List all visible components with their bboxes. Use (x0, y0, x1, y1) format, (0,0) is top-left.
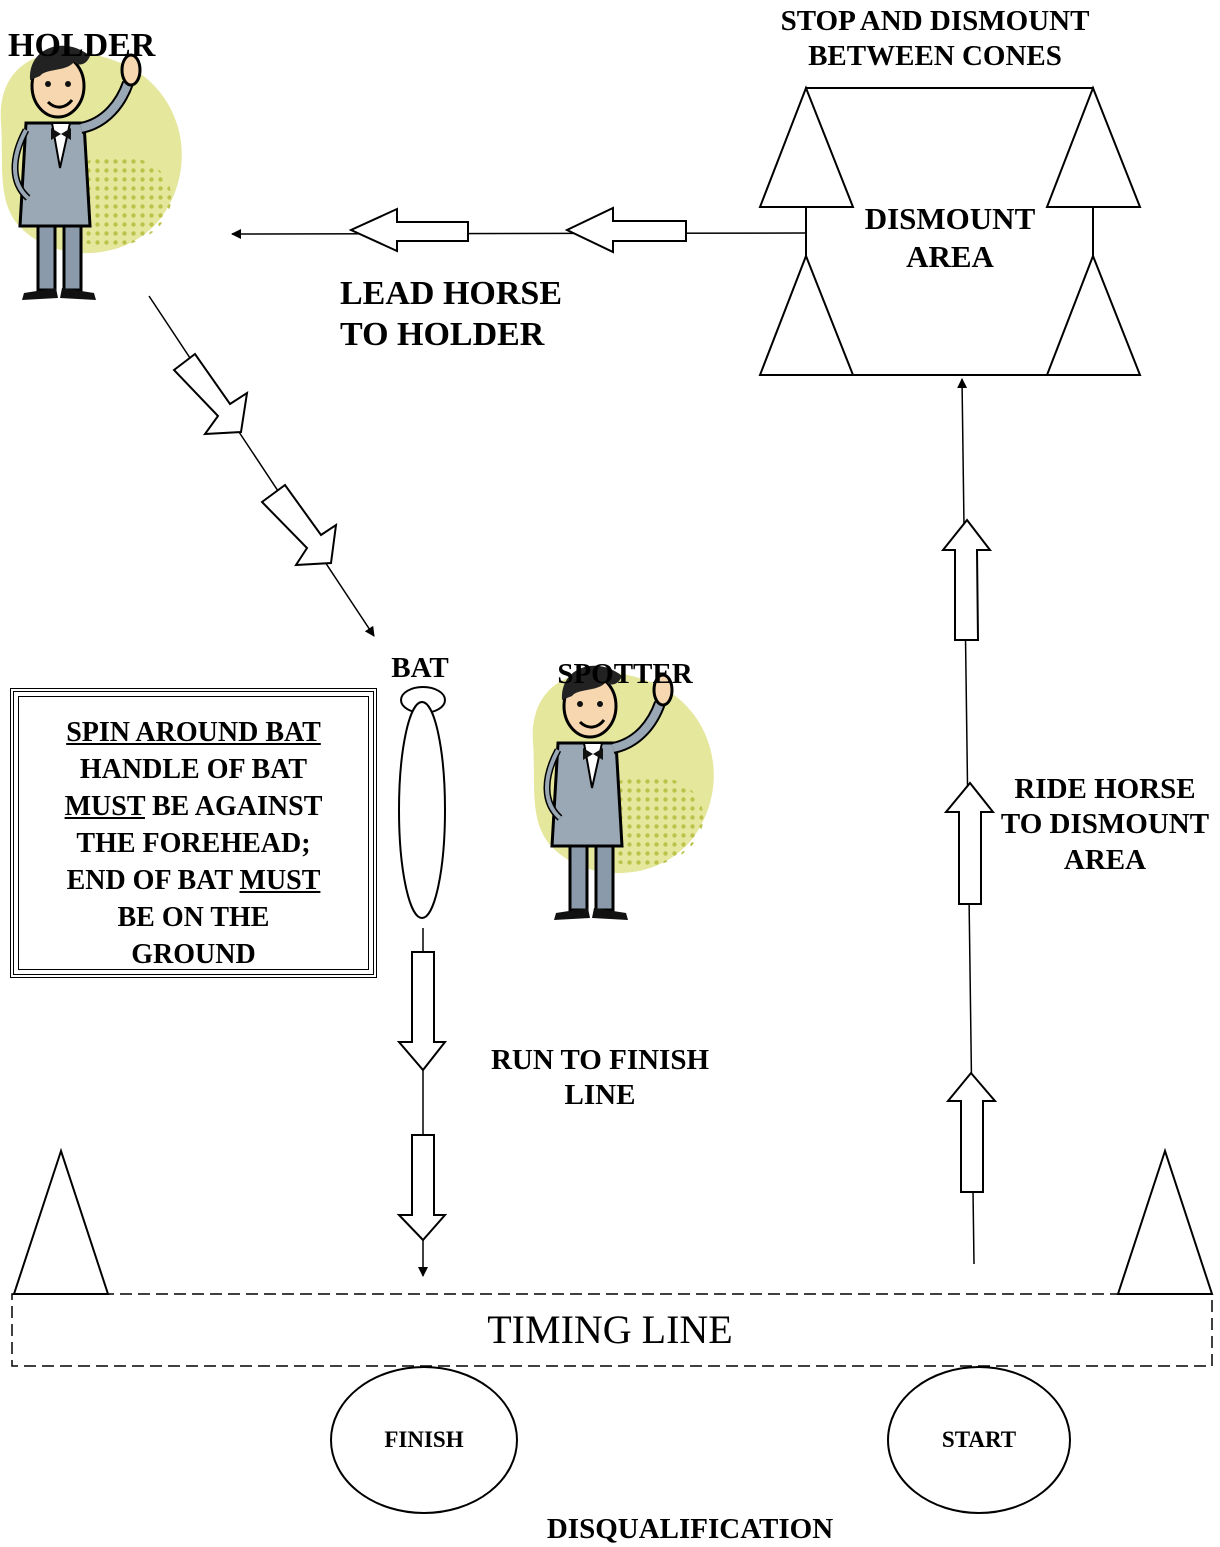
instruction-line-2: HANDLE OF BAT (79, 754, 308, 785)
holder-icon (1, 46, 182, 300)
stop-dismount-label: STOP AND DISMOUNT BETWEEN CONES (780, 5, 1090, 73)
holder-label: HOLDER (8, 27, 156, 64)
cone-right (1116, 1147, 1214, 1295)
dismount-area-label: DISMOUNT AREA (864, 201, 1036, 274)
instruction-line-1: SPIN AROUND BAT (66, 717, 321, 748)
cone-top-right (1045, 85, 1142, 208)
cone-bottom-left (758, 253, 855, 376)
instruction-line-7: GROUND (131, 939, 256, 970)
cone-left (12, 1147, 110, 1295)
instruction-line-3: BE AGAINST (144, 791, 323, 822)
run-to-finish-path (396, 928, 448, 1277)
spotter-icon (533, 666, 714, 920)
ride-horse-path (940, 378, 998, 1265)
cone-top-left (758, 85, 855, 208)
cone-bottom-right (1045, 253, 1142, 376)
instruction-line-5: END OF BAT (66, 865, 240, 896)
lead-horse-path (231, 206, 807, 254)
ride-horse-label: RIDE HORSE TO DISMOUNT AREA (1000, 773, 1210, 876)
dismount-area (758, 85, 1142, 376)
disqualification-label: DISQUALIFICATION (546, 1513, 834, 1545)
bat-label: BAT (391, 652, 449, 684)
timing-line (11, 1293, 1213, 1367)
finish-marker (330, 1366, 518, 1514)
holder-to-bat-path (148, 295, 375, 637)
timing-line-label: TIMING LINE (487, 1307, 733, 1352)
instructions-text: SPIN AROUND BAT HANDLE OF BAT MUST BE AG… (14, 714, 373, 973)
instruction-line-4: THE FOREHEAD; (76, 828, 311, 859)
instruction-must-1: MUST (64, 791, 145, 822)
instruction-line-6: BE ON THE (117, 902, 270, 933)
spotter-label: SPOTTER (557, 658, 693, 690)
instruction-must-2: MUST (239, 865, 321, 896)
start-label: START (941, 1427, 1017, 1452)
run-finish-label: RUN TO FINISH LINE (490, 1044, 710, 1112)
instructions-box: SPIN AROUND BAT HANDLE OF BAT MUST BE AG… (10, 688, 377, 978)
start-marker (887, 1366, 1071, 1514)
finish-label: FINISH (384, 1427, 464, 1452)
bat-icon (398, 686, 446, 919)
lead-horse-label: LEAD HORSE TO HOLDER (340, 275, 562, 354)
